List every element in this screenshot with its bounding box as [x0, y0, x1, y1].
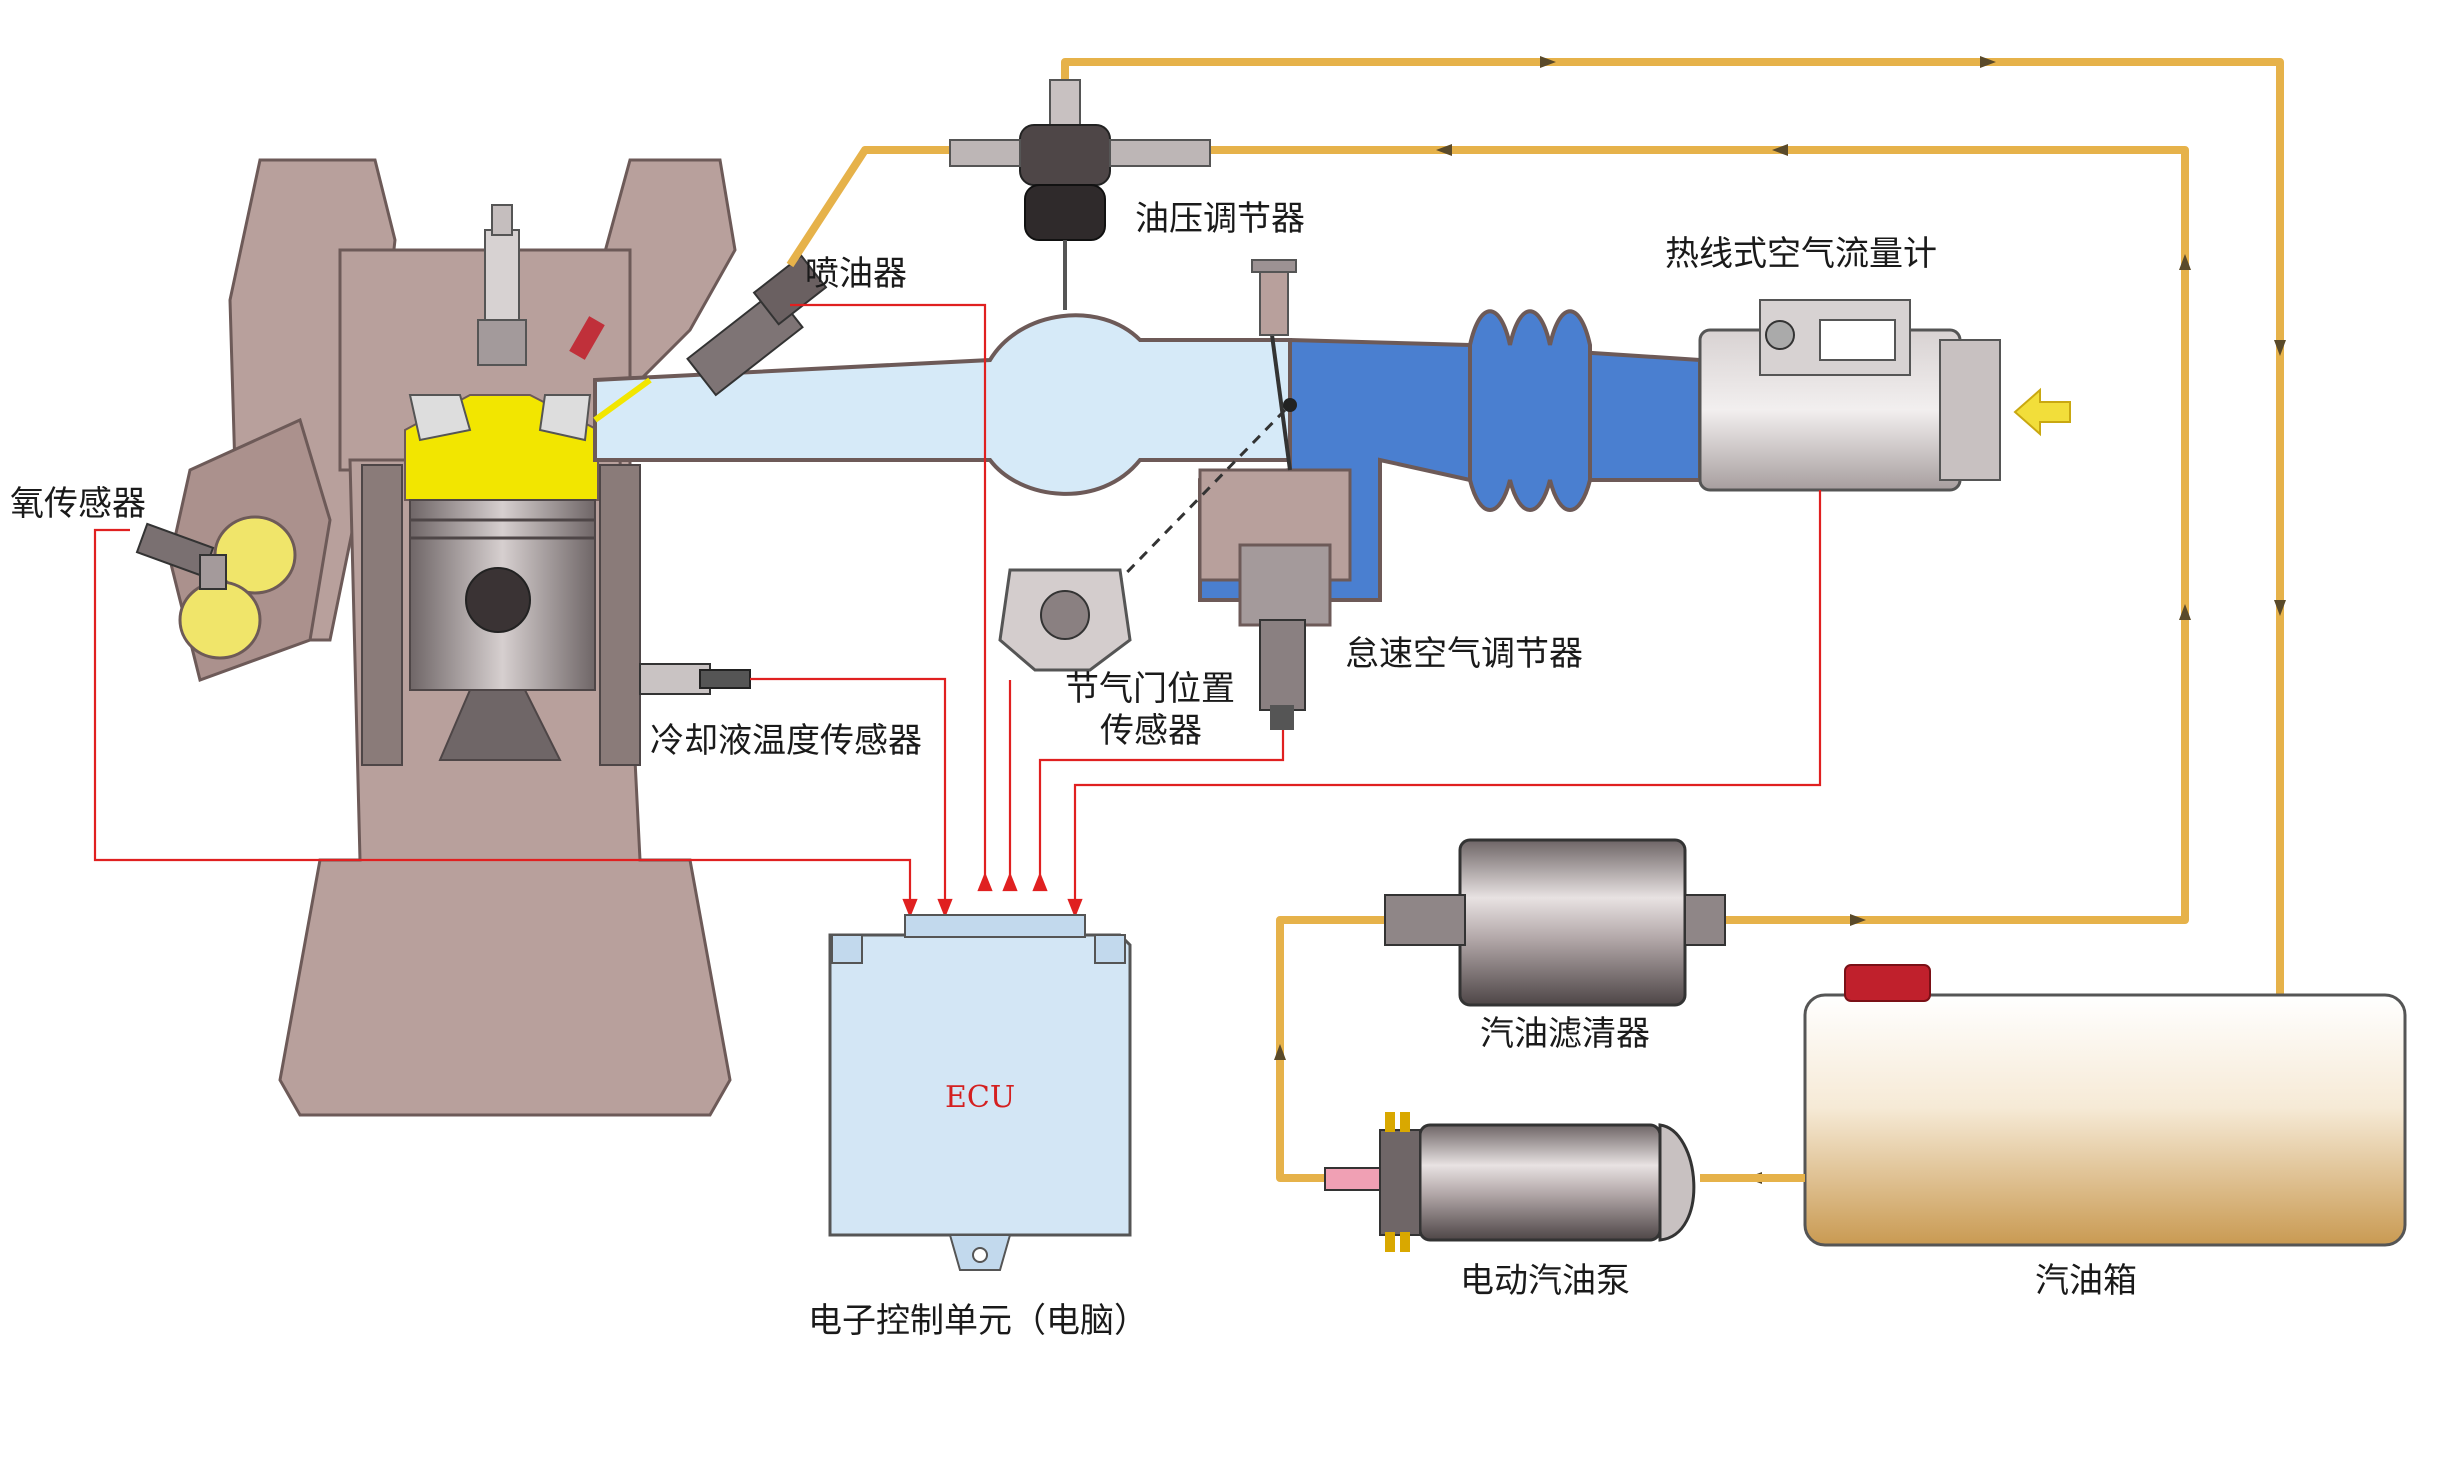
exhaust-ports	[178, 515, 297, 660]
coolant-sensor-icon	[639, 663, 751, 695]
signal-wires	[93, 303, 1822, 918]
oxygen-sensor-icon	[135, 522, 227, 590]
fuel-filter-icon	[1384, 838, 1726, 1007]
label-ecu-caption: 电子控制单元（电脑）	[808, 1301, 1148, 1341]
label-fuel-tank: 汽油箱	[2035, 1261, 2137, 1301]
flow-arrow-icon	[1274, 56, 2286, 1184]
label-oxygen-sensor: 氧传感器	[10, 484, 146, 524]
ecu-text: ECU	[945, 1080, 1016, 1115]
label-tps-line2: 传感器	[1100, 711, 1202, 751]
label-pressure-regulator: 油压调节器	[1135, 199, 1305, 239]
engine-block	[168, 158, 737, 1117]
label-idle-air-regulator: 怠速空气调节器	[1345, 634, 1583, 674]
pressure-regulator-icon	[949, 79, 1211, 310]
fuel-injector-icon	[593, 254, 828, 423]
ecu-box	[828, 914, 1132, 1271]
label-tps-line1: 节气门位置	[1065, 669, 1235, 709]
arrow-left-icon	[2013, 387, 2071, 437]
idle-air-regulator-icon	[1259, 619, 1306, 730]
label-coolant-sensor: 冷却液温度传感器	[650, 721, 922, 761]
label-injector: 喷油器	[805, 254, 907, 294]
maf-sensor-icon	[1698, 299, 2001, 492]
fuel-pump-icon	[1324, 1112, 1696, 1252]
label-fuel-filter: 汽油滤清器	[1480, 1014, 1650, 1054]
intake-manifold	[593, 259, 1702, 627]
label-fuel-pump: 电动汽油泵	[1460, 1261, 1630, 1301]
tps-icon	[998, 568, 1132, 672]
fuel-tank-icon	[1700, 964, 2407, 1247]
label-maf-sensor: 热线式空气流量计	[1665, 234, 1937, 274]
